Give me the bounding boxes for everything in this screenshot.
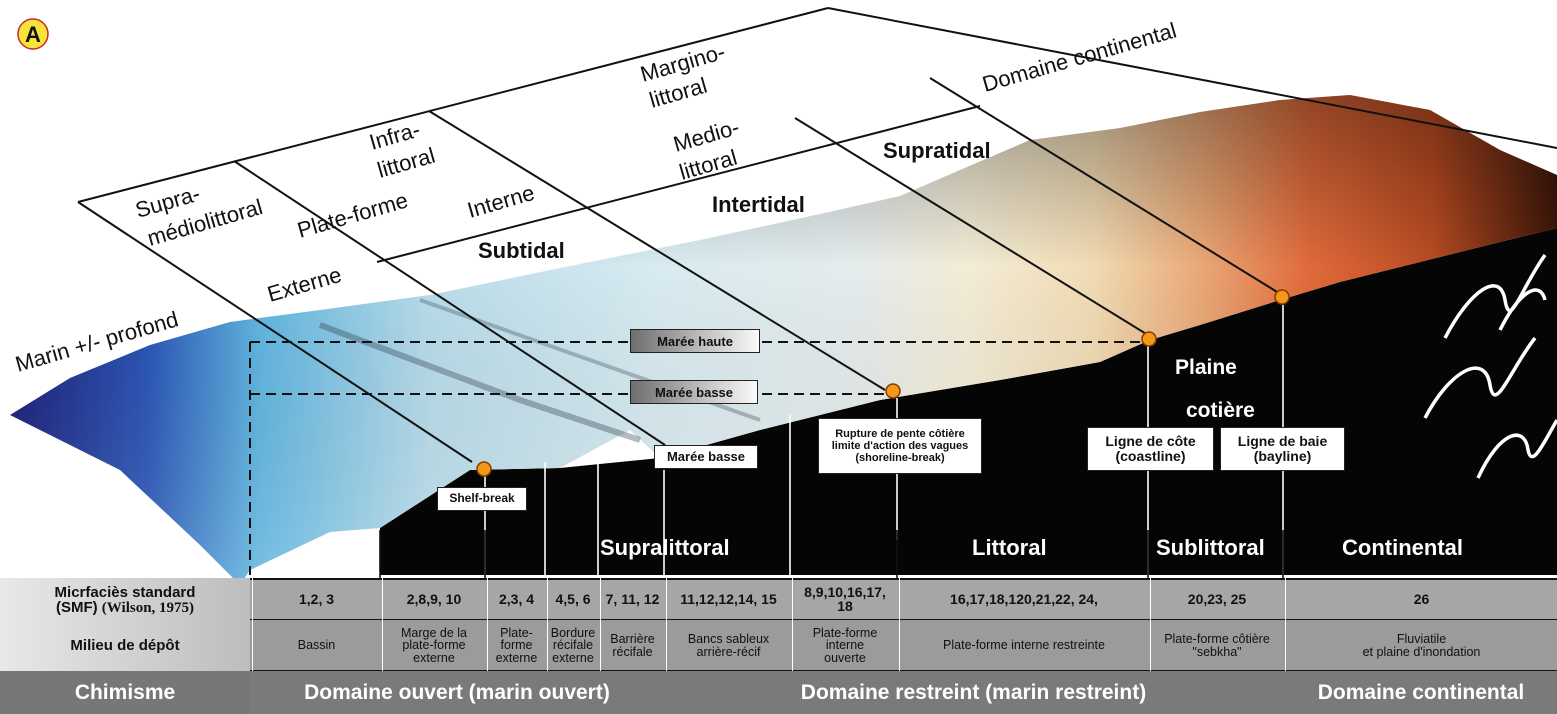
tag-maree-basse: Marée basse <box>630 380 758 404</box>
milieu-line: Bassin <box>297 638 336 653</box>
zone-plaine-2: cotière <box>1186 399 1255 422</box>
smf-cell: 11,12,12,14, 15 <box>666 578 790 620</box>
facies-table: Micrfaciès standard (SMF) (Wilson, 1975)… <box>0 578 1557 714</box>
panel-letter-badge <box>17 18 49 50</box>
milieu-cell: Plate-forme interne restreinte <box>899 620 1148 671</box>
rupture-line-2: limite d'action des vagues <box>831 439 969 452</box>
tag-shelf-break: Shelf-break <box>437 487 527 511</box>
smf-header-line-1: Micrfaciès standard <box>54 583 196 601</box>
marker-dots <box>476 289 1290 477</box>
milieu-line: récifale <box>612 644 653 659</box>
smf-header: Micrfaciès standard (SMF) (Wilson, 1975) <box>0 580 250 620</box>
tag-ligne-cote: Ligne de côte (coastline) <box>1087 427 1214 471</box>
smf-cell: 8,9,10,16,17, 18 <box>792 578 897 620</box>
milieu-line: Plate-forme interne restreinte <box>943 638 1105 653</box>
milieu-line: Plate- <box>500 625 533 640</box>
milieu-line: Bordure <box>550 625 596 640</box>
smf-header-ref: (Wilson, 1975) <box>101 599 195 616</box>
tag-ligne-baie: Ligne de baie (bayline) <box>1220 427 1345 471</box>
cote-line-2: (coastline) <box>1115 448 1186 464</box>
milieu-line: récifale <box>552 638 594 653</box>
chimisme-restreint: Domaine restreint (marin restreint) <box>800 681 1147 704</box>
panel-letter: A <box>25 22 41 47</box>
milieu-line: forme <box>500 638 533 653</box>
rupture-line-3: (shoreline-break) <box>855 452 945 465</box>
milieu-line: Barrière <box>610 632 655 646</box>
zone-littoral: Littoral <box>972 535 1047 560</box>
tag-maree-haute: Marée haute <box>630 329 760 353</box>
zone-externe: Externe <box>264 262 344 307</box>
chimisme-ouvert: Domaine ouvert (marin ouvert) <box>304 681 610 704</box>
tag-maree-basse-2: Marée basse <box>654 445 758 469</box>
milieu-line: externe <box>495 650 538 665</box>
coastal-ground <box>380 228 1557 575</box>
milieu-line: plate-forme <box>402 638 466 653</box>
cote-line-1: Ligne de côte <box>1105 432 1196 449</box>
smf-cell: 7, 11, 12 <box>600 578 664 620</box>
chimisme-continental: Domaine continental <box>1317 681 1525 704</box>
milieu-cell: Bassin <box>252 620 380 671</box>
zone-sublittoral: Sublittoral <box>1156 535 1265 560</box>
milieu-line: externe <box>552 650 594 665</box>
milieu-cell: Plate-forme côtière"sebkha" <box>1150 620 1283 671</box>
milieu-line: Fluviatile <box>1396 632 1447 646</box>
zone-continental: Continental <box>1342 535 1463 560</box>
milieu-line: interne <box>825 638 865 653</box>
river-symbol <box>1423 253 1557 479</box>
milieu-line: Marge de la <box>400 625 467 640</box>
smf-cell: 2,3, 4 <box>487 578 545 620</box>
milieu-line: arrière-récif <box>696 644 761 659</box>
milieu-line: "sebkha" <box>1192 644 1242 659</box>
zone-supratidal: Supratidal <box>883 138 991 163</box>
zone-plaine-1: Plaine <box>1175 356 1237 379</box>
smf-cell: 20,23, 25 <box>1150 578 1283 620</box>
milieu-line: ouverte <box>824 650 866 665</box>
zone-subtidal: Subtidal <box>478 238 565 263</box>
smf-header-smf: (SMF) <box>55 598 98 616</box>
smf-cell: 4,5, 6 <box>547 578 598 620</box>
zone-domaine-continental: Domaine continental <box>979 17 1179 96</box>
zonation-frame <box>77 7 1557 463</box>
smf-cell: 2,8,9, 10 <box>382 578 485 620</box>
rupture-line-1: Rupture de pente côtière <box>835 427 965 440</box>
baie-line-1: Ligne de baie <box>1237 432 1328 449</box>
milieu-header: Milieu de dépôt <box>70 637 180 654</box>
smf-cell: 26 <box>1285 578 1557 620</box>
milieu-line: Plate-forme <box>812 625 878 640</box>
milieu-line: et plaine d'inondation <box>1362 644 1481 659</box>
baie-line-2: (bayline) <box>1253 448 1312 464</box>
milieu-line: Bancs sableux <box>687 632 770 646</box>
tag-rupture-pente: Rupture de pente côtière limite d'action… <box>818 418 982 474</box>
milieu-line: externe <box>413 650 455 665</box>
zone-supralittoral: Supralittoral <box>600 535 730 560</box>
chimisme-header: Chimisme <box>74 681 176 704</box>
smf-cell: 1,2, 3 <box>252 578 380 620</box>
milieu-line: Plate-forme côtière <box>1164 632 1270 646</box>
smf-cell: 16,17,18,120,21,22, 24, <box>899 578 1148 620</box>
zone-interne: Interne <box>464 180 537 223</box>
zone-plate-forme: Plate-forme <box>294 187 410 242</box>
zone-intertidal: Intertidal <box>712 192 805 217</box>
